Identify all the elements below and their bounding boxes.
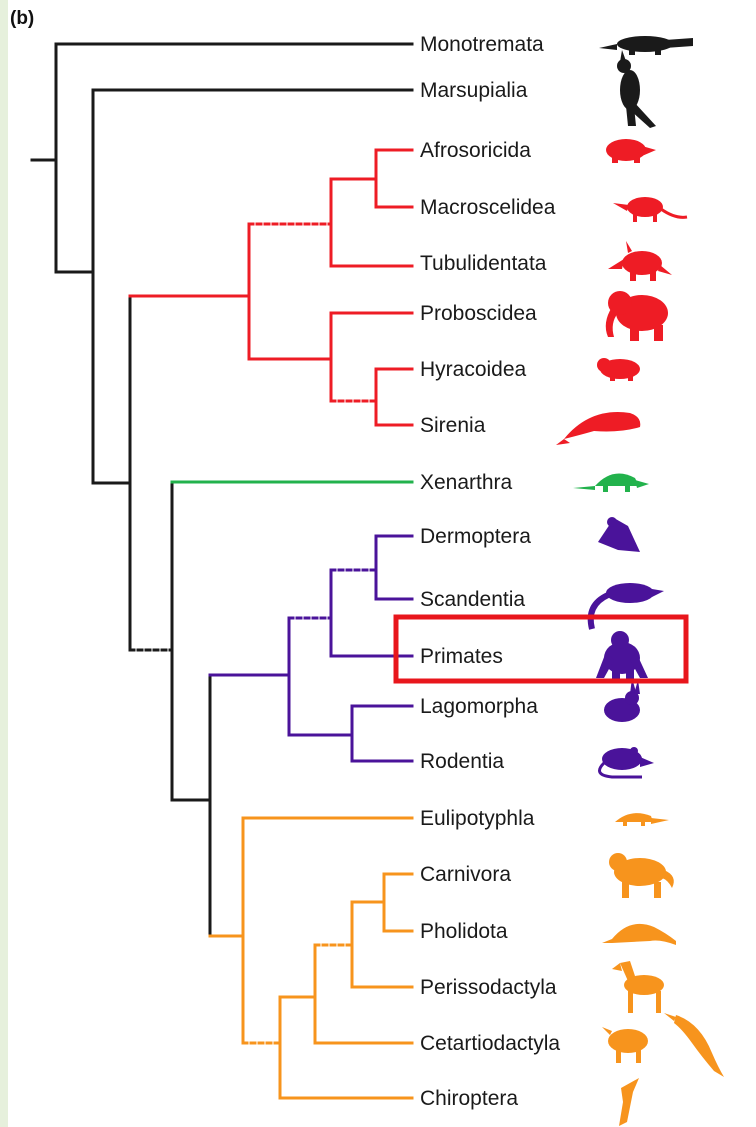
big-cat-icon [609,853,674,898]
taxon-label-perissodactyla: Perissodactyla [420,976,557,999]
panel-label: (b) [10,8,34,29]
gorilla-icon [596,631,648,680]
manatee-icon [556,412,640,445]
pig-and-dolphin-icon [602,1013,724,1077]
taxon-label-tubulidentata: Tubulidentata [420,252,547,275]
rat-icon [600,747,655,777]
taxon-label-carnivora: Carnivora [420,863,511,886]
kangaroo-icon [617,50,656,128]
taxon-label-primates: Primates [420,645,503,668]
taxon-label-xenarthra: Xenarthra [420,471,513,494]
taxon-label-scandentia: Scandentia [420,588,525,611]
taxon-label-macroscelidea: Macroscelidea [420,196,556,219]
taxon-label-proboscidea: Proboscidea [420,302,537,325]
tenrec-icon [606,139,656,163]
taxon-icons [556,36,724,1126]
colugo-icon [598,517,640,552]
taxon-label-hyracoidea: Hyracoidea [420,358,527,381]
taxon-label-sirenia: Sirenia [420,414,486,437]
hyrax-icon [597,358,640,381]
taxon-labels: MonotremataMarsupialiaAfrosoricidaMacros… [420,33,560,1110]
platypus-icon [599,36,693,55]
taxon-label-pholidota: Pholidota [420,920,508,943]
aardvark-icon [608,241,672,281]
armadillo-icon [573,474,649,493]
taxon-label-afrosoricida: Afrosoricida [420,139,531,162]
taxon-label-dermoptera: Dermoptera [420,525,531,548]
taxon-label-monotremata: Monotremata [420,33,544,56]
taxon-label-marsupialia: Marsupialia [420,79,528,102]
elephant-shrew-icon [613,197,687,222]
rabbit-icon [604,678,640,722]
taxon-label-chiroptera: Chiroptera [420,1087,518,1110]
shrew-icon [615,813,669,826]
taxon-label-lagomorpha: Lagomorpha [420,695,538,718]
elephant-icon [606,291,668,341]
bat-icon [619,1078,639,1126]
tree-branches [32,44,412,1098]
taxon-label-cetartiodactyla: Cetartiodactyla [420,1032,560,1055]
treeshrew-icon [591,583,664,629]
pangolin-icon [602,924,676,945]
taxon-label-eulipotyphla: Eulipotyphla [420,807,535,830]
taxon-label-rodentia: Rodentia [420,750,504,773]
horse-icon [612,961,664,1013]
